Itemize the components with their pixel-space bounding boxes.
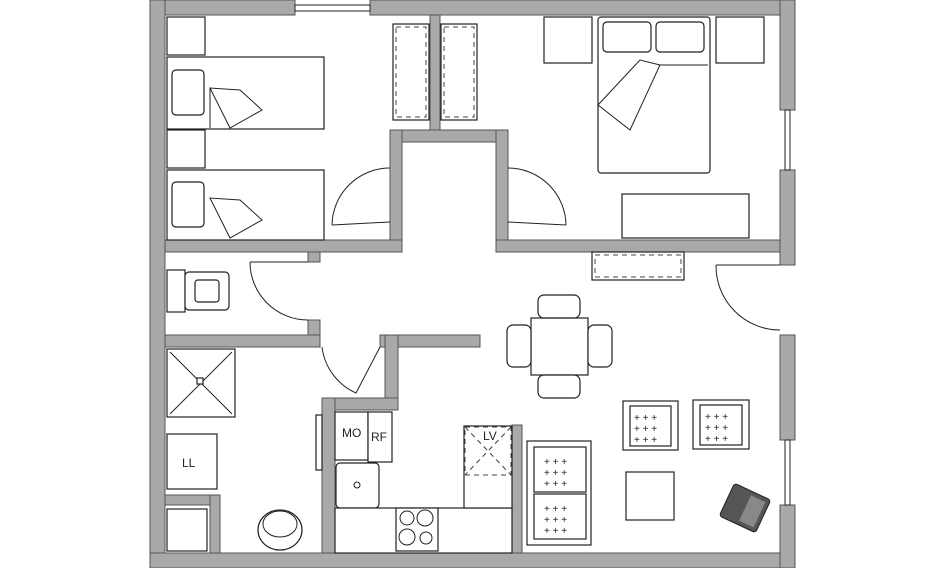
cabinet [166, 508, 208, 552]
chair [506, 324, 532, 368]
nightstand [166, 129, 206, 169]
svg-text:+ + +: + + + [634, 413, 657, 424]
washing-machine [166, 433, 218, 490]
svg-text:+ + +: + + + [634, 424, 657, 435]
doors [249, 167, 781, 394]
double-bed [597, 16, 711, 174]
tv [719, 483, 771, 533]
kitchen-sink [335, 462, 380, 509]
refrigerator [367, 411, 393, 463]
pillow [171, 69, 205, 116]
dining-table [530, 317, 589, 376]
washing-machine-label: LL [182, 456, 196, 470]
cabinet [591, 251, 685, 281]
refrigerator-label: RF [371, 430, 387, 444]
cushion-pattern: + + ++ + ++ + + + + ++ + ++ + + + + ++ +… [544, 412, 728, 537]
chair [537, 294, 581, 319]
svg-text:+ + +: + + + [544, 468, 567, 479]
nightstand [543, 16, 593, 64]
kitchen: MO RF LV [315, 411, 513, 554]
svg-text:+ + +: + + + [544, 526, 567, 537]
svg-text:+ + +: + + + [634, 435, 657, 446]
bathroom: LL [166, 348, 303, 552]
wardrobe [440, 23, 478, 121]
svg-text:+ + +: + + + [544, 479, 567, 490]
svg-text:+ + +: + + + [705, 412, 728, 423]
dresser [621, 193, 750, 239]
dishwasher-label: LV [483, 429, 497, 443]
wardrobe [392, 23, 430, 121]
left-bedroom [166, 16, 478, 241]
sink [257, 509, 303, 551]
svg-text:+ + +: + + + [544, 515, 567, 526]
microwave-label: MO [342, 426, 361, 440]
chair [587, 324, 613, 368]
coffee-table [625, 471, 675, 521]
outer-walls [149, 0, 796, 568]
toilet-room [166, 269, 230, 313]
nightstand [166, 16, 206, 56]
svg-text:+ + +: + + + [544, 457, 567, 468]
living-room: + + ++ + ++ + + + + ++ + ++ + + + + ++ +… [506, 294, 771, 546]
pillow [171, 181, 205, 228]
right-bedroom [543, 16, 765, 281]
svg-text:+ + +: + + + [705, 423, 728, 434]
chair [537, 374, 581, 399]
nightstand [715, 16, 765, 64]
svg-text:+ + +: + + + [544, 504, 567, 515]
windows [294, 4, 791, 506]
svg-text:+ + +: + + + [705, 434, 728, 445]
microwave [334, 411, 369, 461]
